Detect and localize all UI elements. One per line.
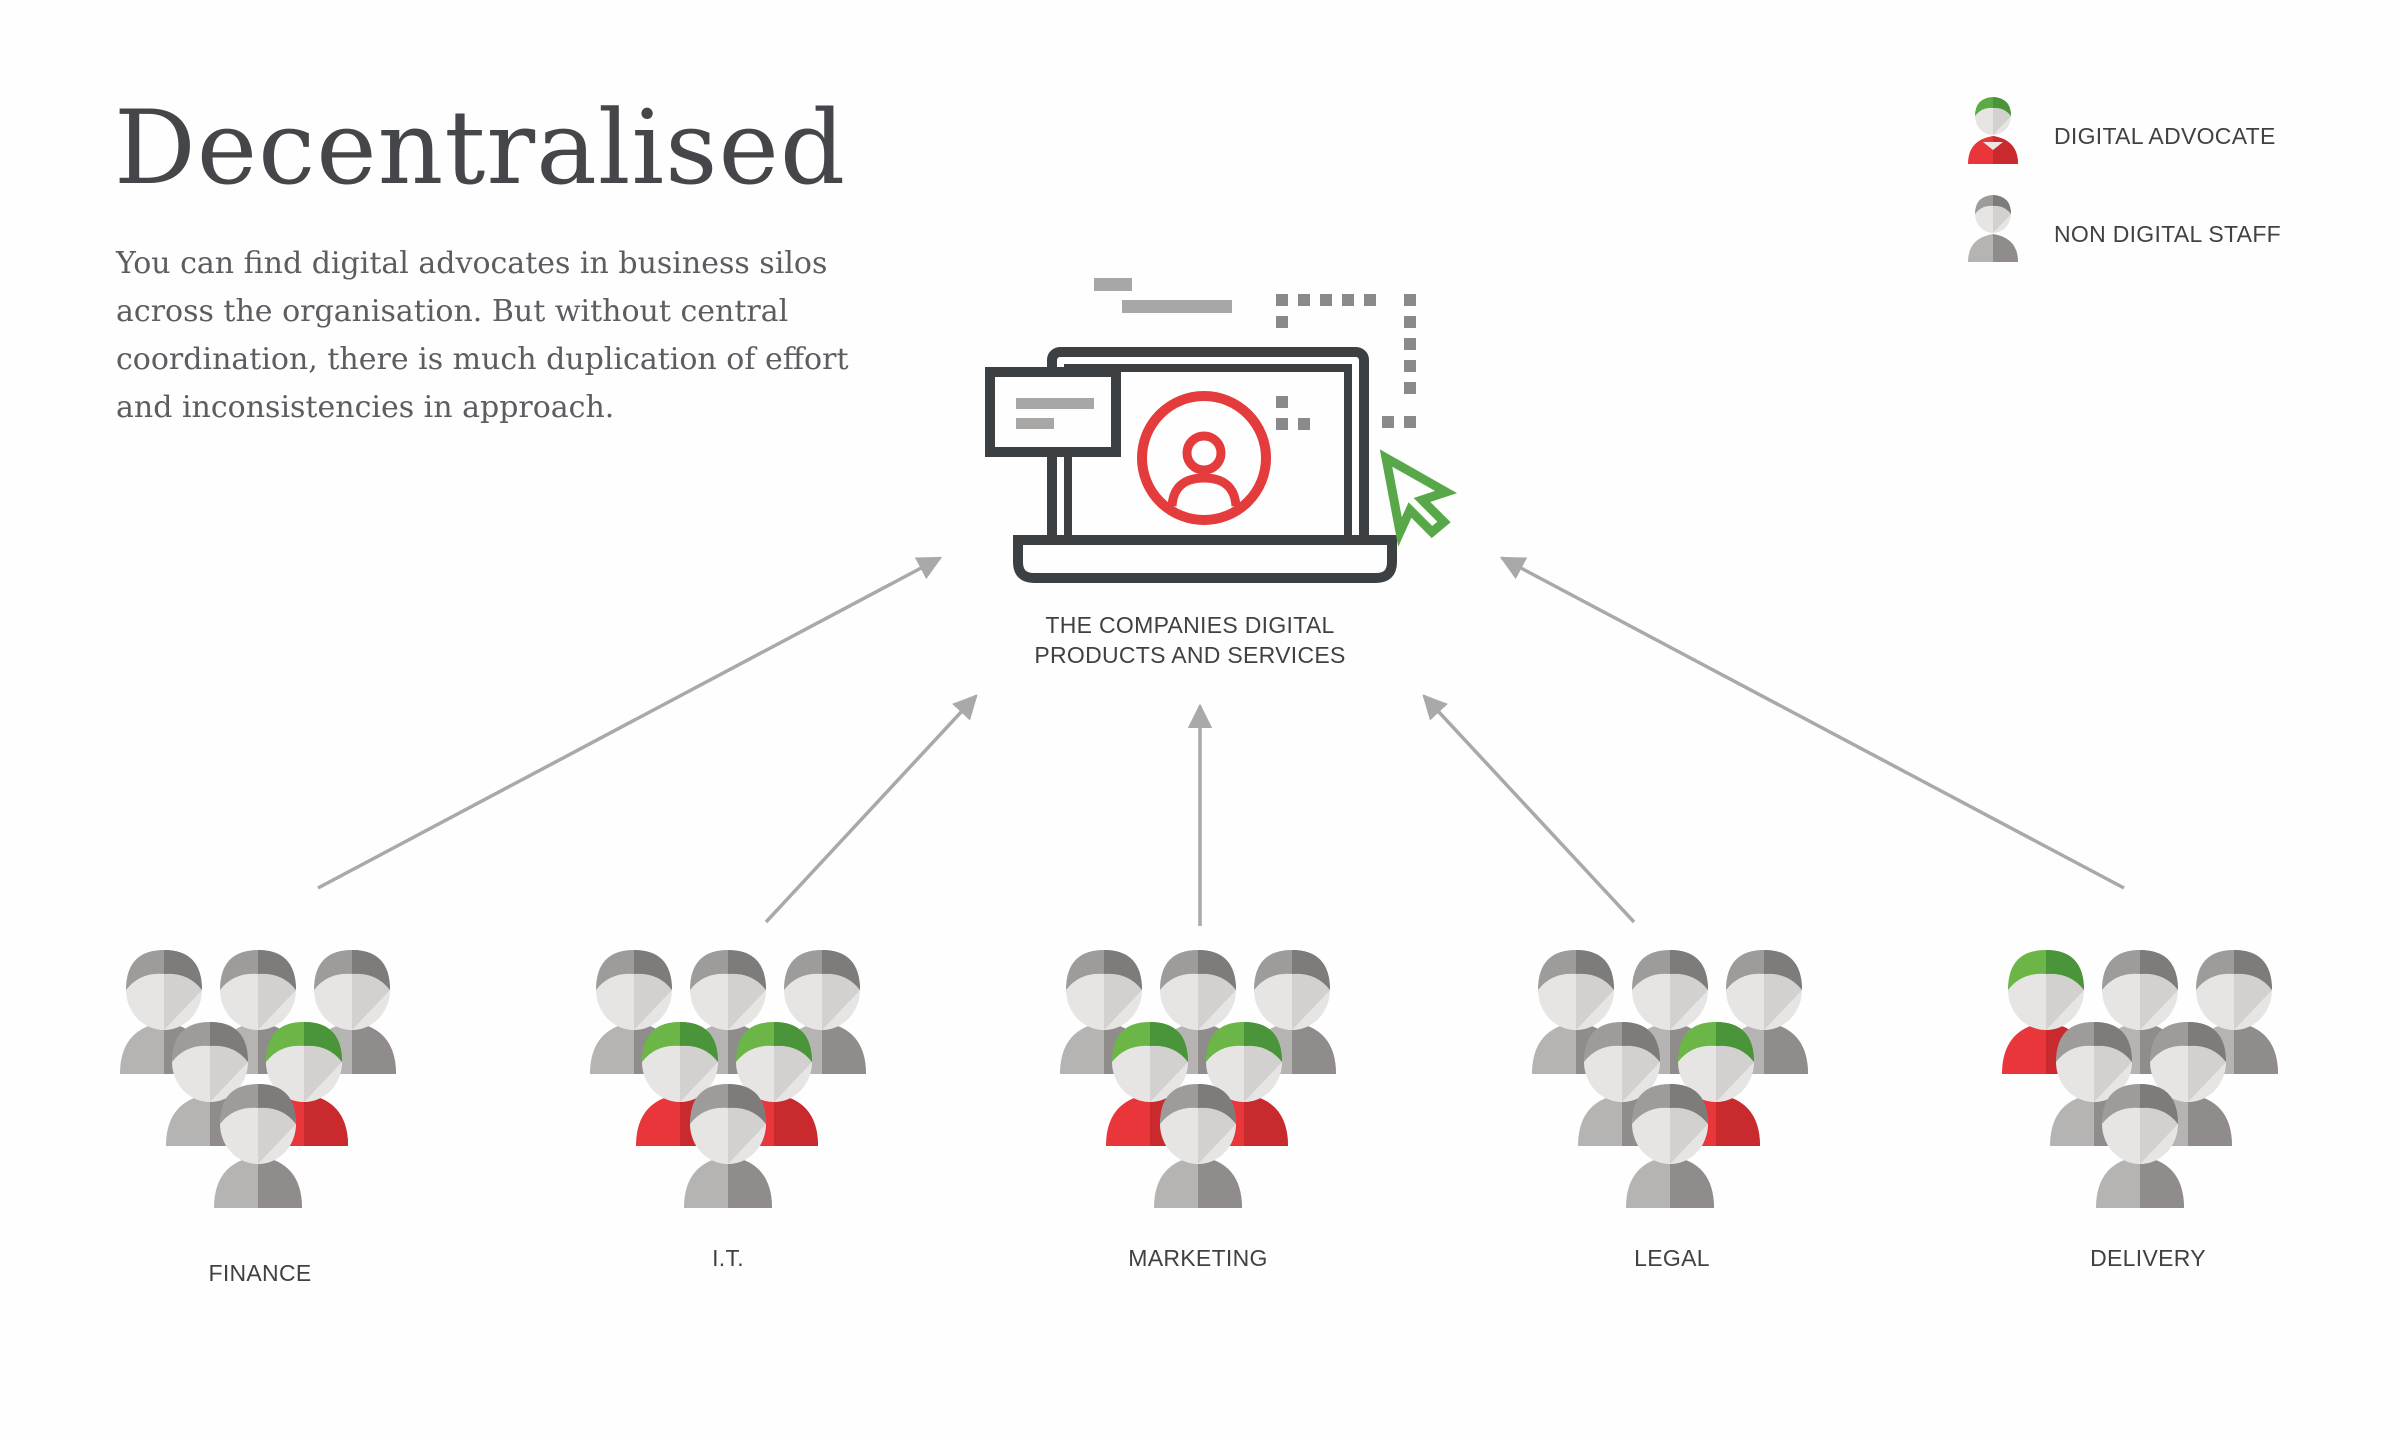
description-text: You can find digital advocates in busine… <box>116 246 849 425</box>
department-finance-group <box>120 950 396 1208</box>
department-label-it: I.T. <box>712 1245 744 1271</box>
legend-staff-label: NON DIGITAL STAFF <box>2054 221 2282 247</box>
arrows <box>317 556 2125 926</box>
digital-advocate-figure-icon <box>1968 97 2018 164</box>
person-icon <box>214 1084 302 1208</box>
arrow-it <box>764 694 978 924</box>
department-marketing-group <box>1060 950 1336 1208</box>
department-delivery-group <box>2002 950 2278 1208</box>
arrow-finance <box>317 556 943 890</box>
department-it-group <box>590 950 866 1208</box>
department-label-finance: FINANCE <box>208 1260 312 1286</box>
arrow-delivery <box>1499 556 2125 890</box>
non-digital-staff-figure-icon <box>1968 195 2018 262</box>
person-icon <box>1626 1084 1714 1208</box>
person-icon <box>2096 1084 2184 1208</box>
department-legal-group <box>1532 950 1808 1208</box>
legend-advocate-label: DIGITAL ADVOCATE <box>2054 123 2276 149</box>
arrow-legal <box>1422 694 1636 924</box>
department-label-delivery: DELIVERY <box>2090 1245 2206 1271</box>
person-icon <box>684 1084 772 1208</box>
department-label-marketing: MARKETING <box>1128 1245 1268 1271</box>
laptop-user-profile-icon <box>985 278 1458 583</box>
center-products-label: THE COMPANIES DIGITAL PRODUCTS AND SERVI… <box>1034 612 1346 668</box>
department-label-legal: LEGAL <box>1634 1245 1710 1271</box>
page-title: Decentralised <box>114 89 847 208</box>
person-icon <box>1154 1084 1242 1208</box>
